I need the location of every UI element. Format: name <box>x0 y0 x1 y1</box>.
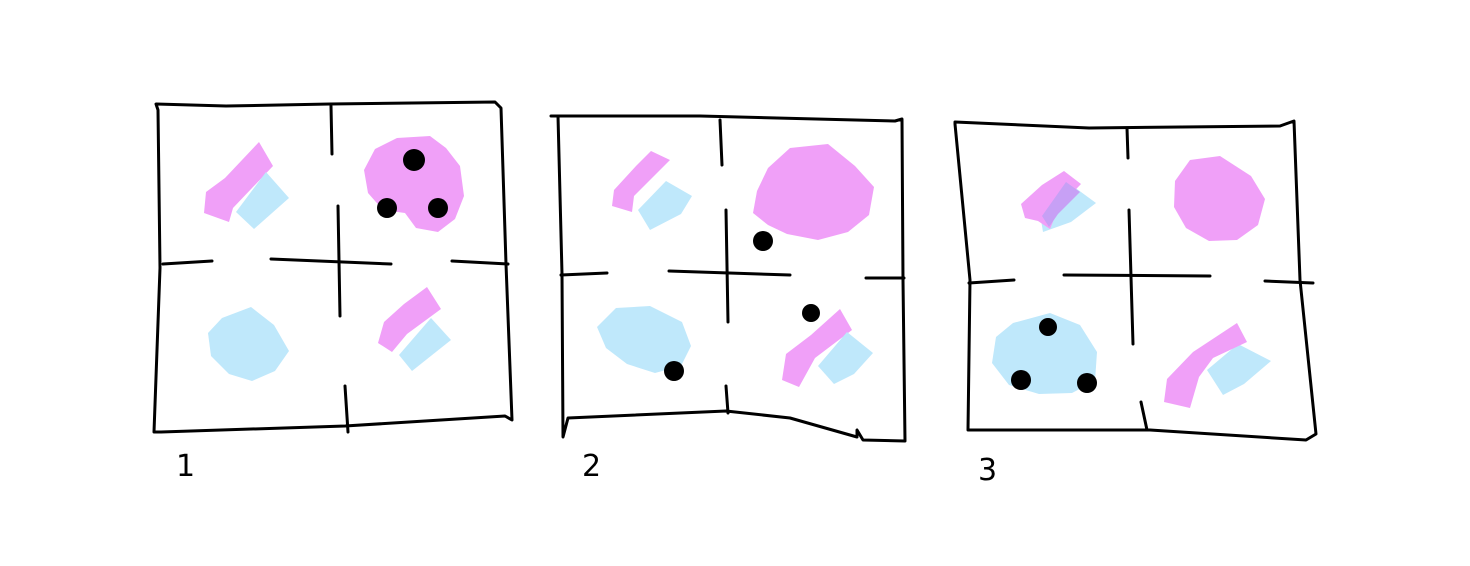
cell-top-left-stripes <box>612 151 692 230</box>
cell-bottom-right-stripes <box>1164 323 1271 408</box>
dot <box>802 304 820 322</box>
panel-3-label: 3 <box>978 453 997 488</box>
cell-bottom-left-blue-blob <box>597 306 691 373</box>
pink-stripe <box>378 287 441 352</box>
cell-top-right-pink-blob <box>753 144 874 240</box>
panel-3-frame <box>953 119 1318 442</box>
blue-stripe <box>399 318 451 371</box>
pink-blob <box>1174 156 1265 241</box>
pink-stripe <box>782 309 852 387</box>
panel-3: 3 <box>953 119 1318 488</box>
panel-2-label: 2 <box>582 449 601 484</box>
panel-3-horizontal-divider-middle <box>1062 273 1212 278</box>
dot <box>428 198 448 218</box>
panel-2-frame <box>549 114 907 443</box>
panel-3-horizontal-divider-right <box>1263 279 1315 285</box>
panel-2-horizontal-divider-left <box>559 271 609 277</box>
panel-3-vertical-divider-bottom <box>1139 400 1149 432</box>
panel-2-horizontal-divider-middle <box>667 269 792 277</box>
cell-bottom-left-blue-blob <box>208 307 289 381</box>
panel-2-vertical-divider-bottom <box>724 384 730 415</box>
pink-stripe <box>1164 323 1247 408</box>
panel-1: 1 <box>152 100 514 484</box>
panel-3-horizontal-divider-left <box>967 278 1016 285</box>
dot <box>1077 373 1097 393</box>
pink-stripe <box>204 142 273 222</box>
panel-2-vertical-divider-top <box>718 118 724 167</box>
dot <box>403 149 425 171</box>
blue-stripe <box>1207 344 1271 395</box>
cell-top-right-pink-blob <box>1174 156 1265 241</box>
cell-top-left-stripes <box>204 142 289 229</box>
blue-blob <box>208 307 289 381</box>
cell-top-left-stripes-overlapping <box>1021 171 1096 232</box>
panel-1-frame <box>152 100 514 434</box>
blue-stripe <box>818 332 873 384</box>
dot <box>1011 370 1031 390</box>
panel-2-vertical-divider-middle <box>724 208 730 324</box>
pink-stripe <box>612 151 670 212</box>
dot <box>377 198 397 218</box>
blue-stripe <box>638 181 692 230</box>
dot <box>664 361 684 381</box>
panel-1-horizontal-divider-left <box>161 259 214 266</box>
panel-3-vertical-divider-middle <box>1127 208 1135 346</box>
panel-2: 2 <box>549 114 907 484</box>
blue-stripe <box>236 172 289 229</box>
panel-3-vertical-divider-top <box>1125 126 1130 160</box>
cell-bottom-right-stripes <box>782 309 873 387</box>
dot <box>1039 318 1057 336</box>
overlap-patch <box>1042 182 1080 227</box>
panel-1-vertical-divider-bottom <box>343 384 350 434</box>
panel-1-horizontal-divider-right <box>450 259 510 266</box>
dot <box>753 231 773 251</box>
blue-blob <box>597 306 691 373</box>
panel-1-horizontal-divider-middle <box>269 257 393 266</box>
cell-bottom-right-stripes <box>378 287 451 371</box>
panel-1-vertical-divider-top <box>329 104 334 156</box>
panel-1-label: 1 <box>176 449 195 484</box>
pink-blob <box>753 144 874 240</box>
